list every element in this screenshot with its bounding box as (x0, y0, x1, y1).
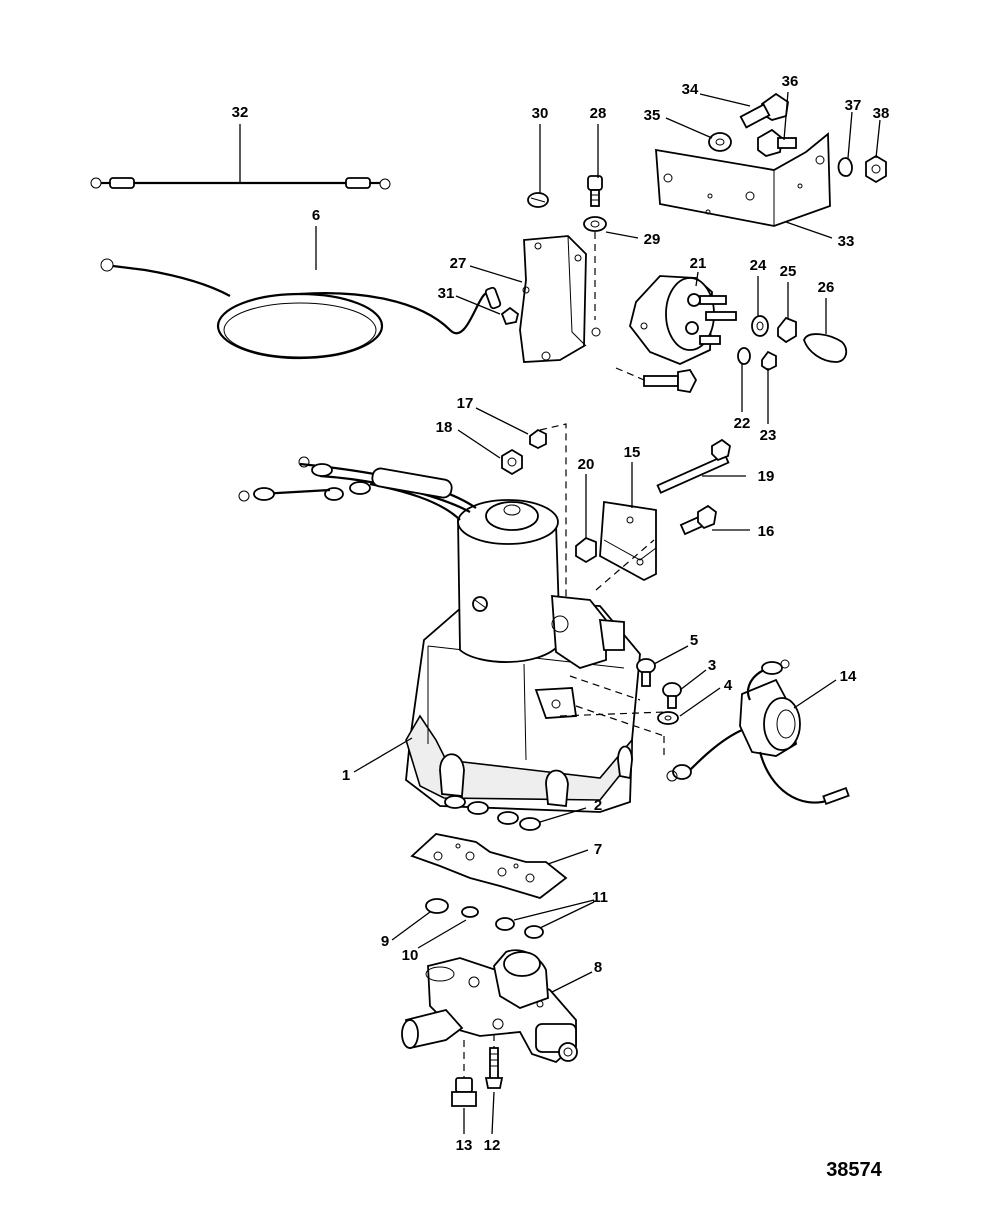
callout-26: 26 (818, 279, 835, 296)
callout-23: 23 (760, 427, 777, 444)
part-31-nut (500, 306, 520, 326)
callout-27: 27 (450, 255, 467, 272)
part-35-washer (708, 132, 732, 152)
callout-37: 37 (845, 97, 862, 114)
part-3-screw (662, 682, 682, 709)
callout-8: 8 (594, 959, 602, 976)
callout-29: 29 (644, 231, 661, 248)
part-34-bolt (739, 92, 789, 129)
callout-18: 18 (436, 419, 453, 436)
part-24-washer (751, 315, 769, 337)
part-8-valve-manifold (401, 949, 578, 1064)
callout-25: 25 (780, 263, 797, 280)
part-38-nut (865, 154, 887, 184)
callout-36: 36 (782, 73, 799, 90)
callout-7: 7 (594, 841, 602, 858)
part-28-screw (587, 175, 603, 207)
part-5-screw (636, 658, 656, 687)
part-36-bolt (757, 128, 797, 157)
part-33-angle-bracket (655, 132, 831, 227)
callout-22: 22 (734, 415, 751, 432)
callout-38: 38 (873, 105, 890, 122)
part-21-solenoid (629, 275, 737, 365)
part-23-nut (761, 350, 777, 372)
callout-17: 17 (457, 395, 474, 412)
callout-20: 20 (578, 456, 595, 473)
part-4-washer (657, 711, 679, 725)
part-12-screw (484, 1047, 504, 1089)
part-26-boot (803, 333, 848, 363)
callout-32: 32 (232, 104, 249, 121)
part-19-long-bolt (656, 438, 731, 494)
part-14-switch-harness (666, 659, 850, 806)
callout-13: 13 (456, 1137, 473, 1154)
part-37-lockwasher (837, 157, 853, 177)
part-27-bracket (519, 235, 601, 363)
figure-number: 38574 (826, 1159, 882, 1181)
callout-2: 2 (594, 797, 602, 814)
callout-10: 10 (402, 947, 419, 964)
part-7-gasket-plate (410, 833, 568, 899)
part-17-nut (529, 428, 547, 450)
callout-3: 3 (708, 657, 716, 674)
callout-11: 11 (592, 889, 608, 906)
part-6-coiled-cable (100, 258, 502, 360)
callout-5: 5 (690, 632, 698, 649)
screw-under-solenoid (643, 369, 698, 393)
callout-9: 9 (381, 933, 389, 950)
part-11-o-rings (495, 917, 544, 939)
callout-28: 28 (590, 105, 607, 122)
callout-6: 6 (312, 207, 320, 224)
callout-12: 12 (484, 1137, 501, 1154)
callout-24: 24 (750, 257, 767, 274)
callout-4: 4 (724, 677, 733, 694)
callout-31: 31 (438, 285, 455, 302)
callout-33: 33 (838, 233, 855, 250)
leader-lines (239, 91, 881, 1135)
callout-15: 15 (624, 444, 641, 461)
part-22-washer (737, 347, 751, 365)
callout-35: 35 (644, 107, 661, 124)
part-9-o-ring (425, 898, 449, 914)
part-10-o-ring (461, 906, 479, 918)
part-18-nut (501, 448, 523, 476)
part-2-o-rings (444, 795, 541, 831)
callout-16: 16 (758, 523, 775, 540)
callout-1: 1 (342, 767, 350, 784)
callout-14: 14 (840, 668, 857, 685)
part-1-pump-motor-assembly (238, 456, 641, 813)
callout-21: 21 (690, 255, 707, 272)
callout-30: 30 (532, 105, 549, 122)
part-20-nut (575, 536, 597, 564)
part-32-short-cable (90, 177, 391, 190)
part-25-nut (777, 316, 797, 344)
part-30-nut (527, 192, 549, 208)
part-16-bolt (679, 504, 717, 536)
part-15-bracket (599, 500, 657, 582)
part-13-plug (451, 1077, 477, 1107)
part-29-washer (583, 216, 607, 232)
callout-19: 19 (758, 468, 775, 485)
callout-34: 34 (682, 81, 699, 98)
callout-labels: 32 6 30 28 29 27 31 21 24 25 26 22 23 34… (232, 73, 890, 1154)
